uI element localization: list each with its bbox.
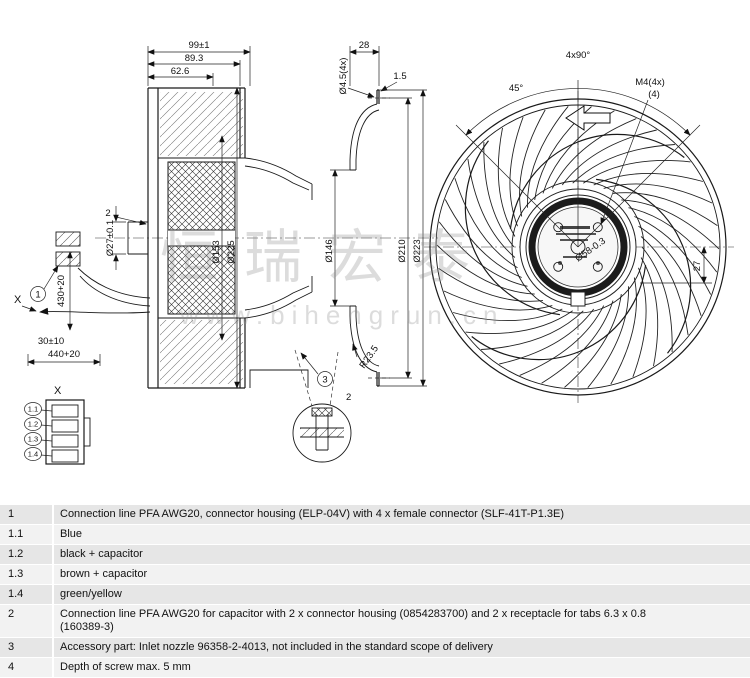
table-row: 4 Depth of screw max. 5 mm: [0, 658, 750, 677]
pin-label-1-3: 1.3: [28, 435, 38, 444]
dim-cable-30: 30±10: [38, 336, 64, 347]
pin-label-1-4: 1.4: [28, 450, 38, 459]
side-view-dimensions: 99±1 89.3 62.6 2 Ø27±0.1 430+20 30±10 44…: [14, 40, 251, 389]
row-text: Connection line PFA AWG20 for capacitor …: [60, 608, 646, 633]
table-row: 3 Accessory part: Inlet nozzle 96358-2-40…: [0, 638, 750, 657]
row-id: 4: [0, 658, 54, 677]
dim-nozzle-holes: Ø4.5(4x): [338, 58, 349, 95]
dim-flange-thickness: 1.5: [393, 71, 406, 82]
dim-27: 27: [692, 261, 703, 272]
nozzle-dimensions: 28 Ø4.5(4x) 1.5 Ø146 Ø210 Ø223 R23.5: [324, 40, 427, 387]
row-id: 1: [0, 505, 54, 524]
connector-x-ref: X: [14, 294, 22, 306]
screw-detail: 2 3: [292, 349, 352, 463]
table-row: 1.1 Blue: [0, 525, 750, 544]
thread-note-ref: (4): [648, 89, 660, 100]
connector-detail: X 1.1 1.2 1.3 1.4: [24, 385, 91, 465]
table-row: 1.3 brown + capacitor: [0, 565, 750, 584]
dim-shaft: Ø27±0.1: [105, 220, 116, 256]
technical-drawing: 99±1 89.3 62.6 2 Ø27±0.1 430+20 30±10 44…: [14, 40, 734, 465]
row-text: brown + capacitor: [60, 568, 148, 580]
row-text: black + capacitor: [60, 548, 143, 560]
dim-radius: R23.5: [357, 344, 381, 371]
pin-label-1-2: 1.2: [28, 420, 38, 429]
rotation-arrow-icon: [565, 105, 611, 131]
row-text: green/yellow: [60, 588, 122, 600]
callout-1: 1: [35, 290, 40, 301]
side-view: [39, 87, 438, 389]
dim-d146: Ø146: [324, 239, 335, 262]
table-row: 1.4 green/yellow: [0, 585, 750, 604]
dim-angle-pattern: 4x90°: [566, 50, 591, 61]
dim-nozzle-depth: 28: [359, 40, 370, 51]
callout-2: 2: [105, 208, 110, 219]
table-row: 1 Connection line PFA AWG20, connector ho…: [0, 505, 750, 524]
pin-label-1-1: 1.1: [28, 405, 38, 414]
dim-cable-430: 430+20: [56, 275, 67, 307]
row-id: 1.1: [0, 525, 54, 544]
row-text: Blue: [60, 528, 83, 540]
dim-d225: Ø225: [226, 240, 237, 263]
row-text: Accessory part: Inlet nozzle 96358-2-401…: [60, 641, 493, 653]
notes-table: 1 Connection line PFA AWG20, connector ho…: [0, 505, 750, 678]
dim-angle-45: 45°: [509, 83, 524, 94]
row-text: Connection line PFA AWG20, connector hou…: [60, 508, 565, 520]
callout-2b: 2: [346, 392, 351, 403]
row-id: 1.4: [0, 585, 54, 604]
row-id: 1.2: [0, 545, 54, 564]
row-id: 1.3: [0, 565, 54, 584]
dim-d223: Ø223: [412, 239, 423, 262]
row-id: 3: [0, 638, 54, 657]
dim-depth-motor: 62.6: [171, 66, 190, 77]
dim-cable-440: 440+20: [48, 349, 80, 360]
callout-3: 3: [322, 375, 327, 386]
dim-depth-total: 99±1: [188, 40, 209, 51]
connector-detail-title: X: [54, 385, 62, 397]
dim-d153: Ø153: [211, 240, 222, 263]
row-id: 2: [0, 605, 54, 637]
front-view-dimensions: 4x90° 45° M4(4x) (4) Ø58-0.3 27: [455, 50, 712, 284]
dim-d210: Ø210: [397, 239, 408, 262]
row-text: Depth of screw max. 5 mm: [60, 661, 191, 673]
dim-depth-housing: 89.3: [185, 53, 204, 64]
table-row: 1.2 black + capacitor: [0, 545, 750, 564]
dim-thread: M4(4x): [635, 77, 665, 88]
